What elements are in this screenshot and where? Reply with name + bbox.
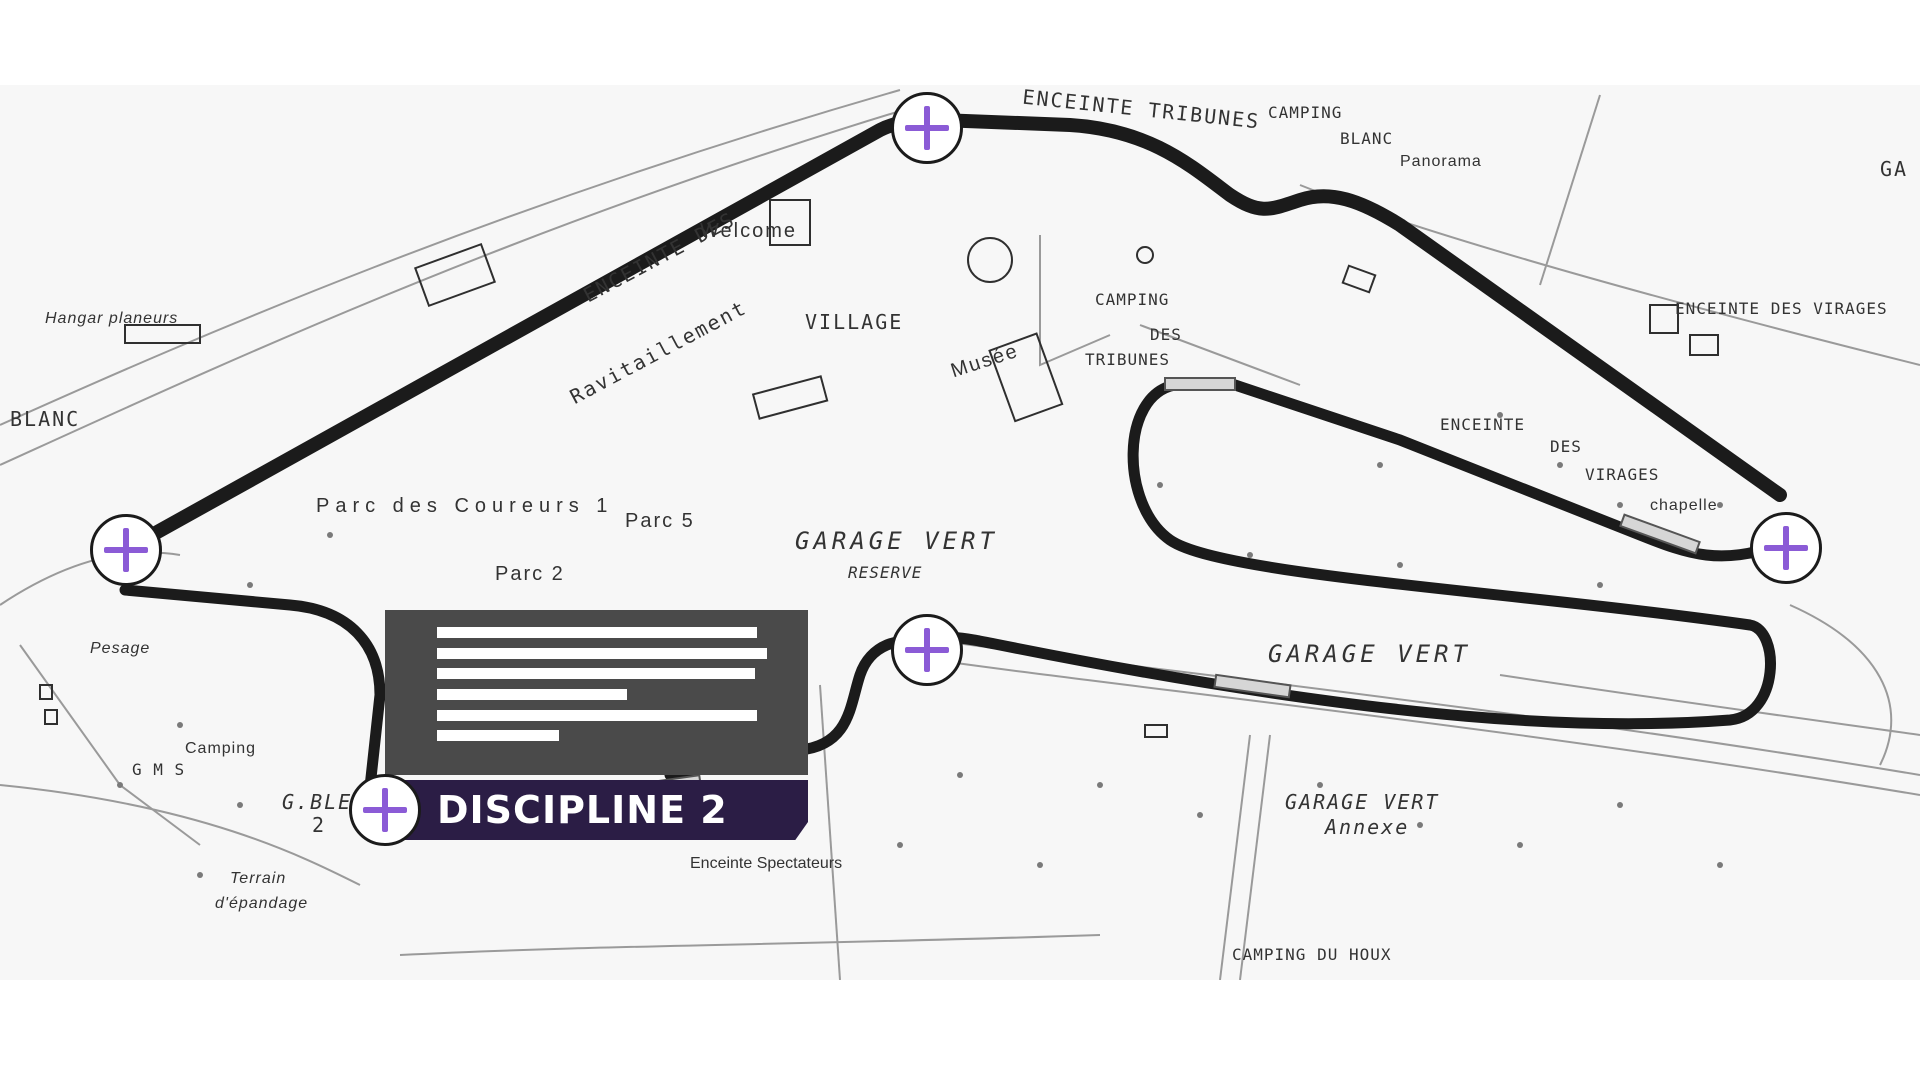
text-placeholder-line bbox=[437, 648, 767, 659]
text-placeholder-line bbox=[437, 627, 757, 638]
info-card bbox=[385, 610, 808, 775]
circuit-map: ENCEINTE TRIBUNES CAMPING BLANC Panorama… bbox=[0, 85, 1920, 980]
plus-icon bbox=[363, 788, 407, 832]
map-dots bbox=[117, 412, 1723, 878]
discipline-title: DISCIPLINE 2 bbox=[437, 788, 728, 832]
plus-icon bbox=[905, 628, 949, 672]
plus-icon bbox=[905, 106, 949, 150]
text-placeholder-line bbox=[437, 668, 755, 679]
hotspot-left[interactable] bbox=[90, 514, 162, 586]
hotspot-right[interactable] bbox=[1750, 512, 1822, 584]
text-placeholder-line bbox=[437, 730, 559, 741]
text-placeholder-line bbox=[437, 689, 627, 700]
discipline-title-banner[interactable]: DISCIPLINE 2 bbox=[385, 780, 808, 840]
plus-icon bbox=[104, 528, 148, 572]
map-buildings bbox=[39, 199, 1719, 738]
text-placeholder-line bbox=[437, 710, 757, 721]
circuit-map-drawing bbox=[0, 89, 1920, 980]
hotspot-top-center[interactable] bbox=[891, 92, 963, 164]
hotspot-bottom-left[interactable] bbox=[349, 774, 421, 846]
plus-icon bbox=[1764, 526, 1808, 570]
circuit-track bbox=[118, 113, 1791, 793]
hotspot-center[interactable] bbox=[891, 614, 963, 686]
grandstands bbox=[658, 377, 1701, 790]
